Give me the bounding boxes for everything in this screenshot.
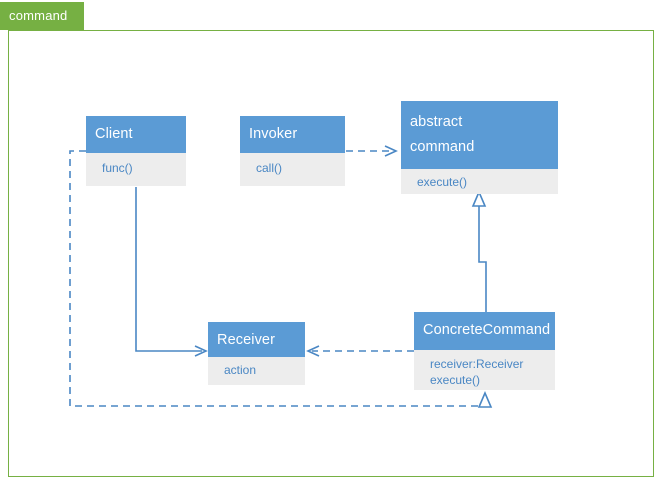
class-member: execute() (430, 373, 481, 387)
class-box-invoker[interactable]: Invoker call() (240, 116, 345, 186)
class-members-client: func() (86, 153, 186, 186)
class-member: func() (102, 161, 133, 175)
class-name-command: command (410, 139, 475, 155)
class-stereotype-abstract: abstract (410, 114, 463, 130)
class-header-invoker: Invoker (240, 116, 345, 153)
class-box-abstract-command[interactable]: abstract command execute() (401, 101, 558, 194)
class-member: action (224, 363, 257, 377)
class-name-client: Client (95, 126, 133, 142)
class-box-client[interactable]: Client func() (86, 116, 186, 186)
class-member: call() (256, 161, 282, 175)
class-header-abstract-command: abstract command (401, 101, 558, 169)
class-name-concrete-command: ConcreteCommand (423, 322, 551, 338)
class-members-abstract-command: execute() (401, 169, 558, 194)
class-box-receiver[interactable]: Receiver action (208, 322, 305, 385)
frame-border (8, 30, 654, 477)
class-header-client: Client (86, 116, 186, 153)
class-header-concrete-command: ConcreteCommand (414, 312, 555, 350)
class-member: execute() (417, 175, 468, 189)
frame-tab-label: command (0, 2, 84, 30)
class-name-receiver: Receiver (217, 332, 276, 348)
class-members-concrete-command: receiver:Receiver execute() (414, 350, 555, 390)
class-member: receiver:Receiver (430, 357, 524, 371)
class-name-invoker: Invoker (249, 126, 298, 142)
class-box-concrete-command[interactable]: ConcreteCommand receiver:Receiver execut… (414, 312, 555, 390)
class-members-receiver: action (208, 357, 305, 385)
class-members-invoker: call() (240, 153, 345, 186)
class-header-receiver: Receiver (208, 322, 305, 357)
